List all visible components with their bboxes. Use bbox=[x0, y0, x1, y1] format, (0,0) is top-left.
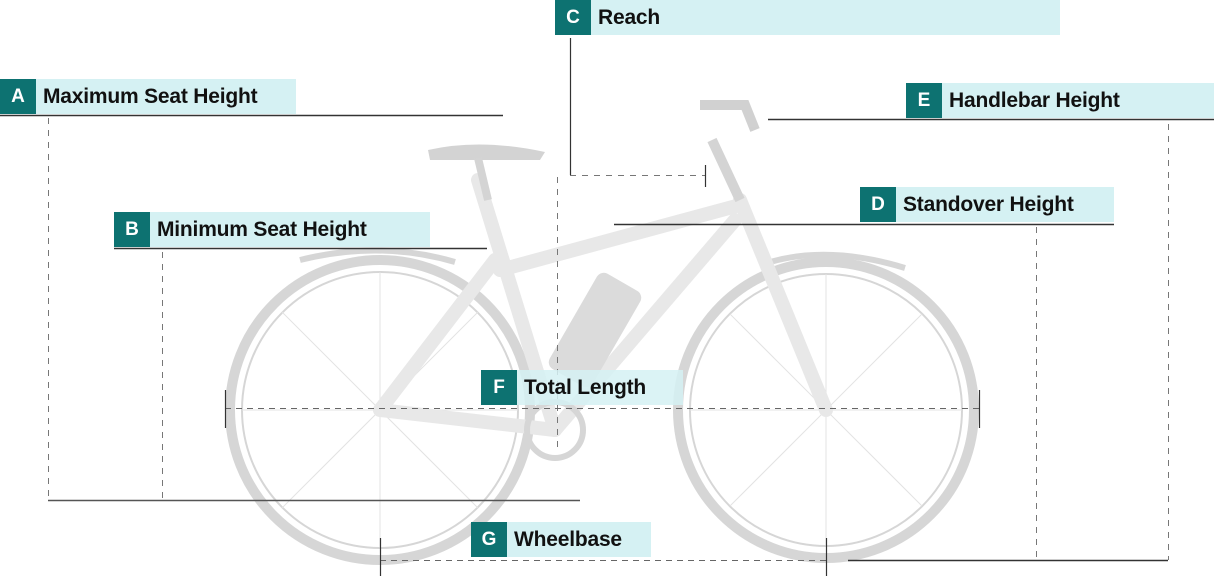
bike-illustration bbox=[225, 100, 979, 565]
fork bbox=[733, 193, 833, 417]
label-total-length: F Total Length bbox=[481, 370, 683, 405]
letter-badge: D bbox=[860, 187, 896, 222]
letter-badge: C bbox=[555, 0, 591, 35]
battery bbox=[548, 272, 642, 388]
label-wheelbase: G Wheelbase bbox=[471, 522, 651, 557]
letter-badge: F bbox=[481, 370, 517, 405]
label-standover-height: D Standover Height bbox=[860, 187, 1114, 222]
letter-badge: E bbox=[906, 83, 942, 118]
letter-badge: A bbox=[0, 79, 36, 114]
saddle bbox=[428, 144, 545, 160]
letter-badge: G bbox=[471, 522, 507, 557]
label-text: Minimum Seat Height bbox=[157, 217, 367, 241]
label-text: Reach bbox=[598, 5, 661, 29]
top-tube bbox=[493, 198, 747, 277]
label-text: Standover Height bbox=[903, 192, 1074, 216]
label-handlebar-height: E Handlebar Height bbox=[906, 83, 1214, 118]
label-minimum-seat-height: B Minimum Seat Height bbox=[114, 212, 430, 247]
measurement-lines bbox=[0, 38, 1214, 576]
label-text: Handlebar Height bbox=[949, 88, 1120, 112]
stem bbox=[707, 137, 745, 203]
label-reach: C Reach bbox=[555, 0, 1060, 35]
label-maximum-seat-height: A Maximum Seat Height bbox=[0, 79, 296, 114]
letter-badge: B bbox=[114, 212, 150, 247]
label-text: Maximum Seat Height bbox=[43, 84, 258, 108]
label-text: Total Length bbox=[524, 375, 647, 399]
label-text: Wheelbase bbox=[514, 527, 622, 551]
